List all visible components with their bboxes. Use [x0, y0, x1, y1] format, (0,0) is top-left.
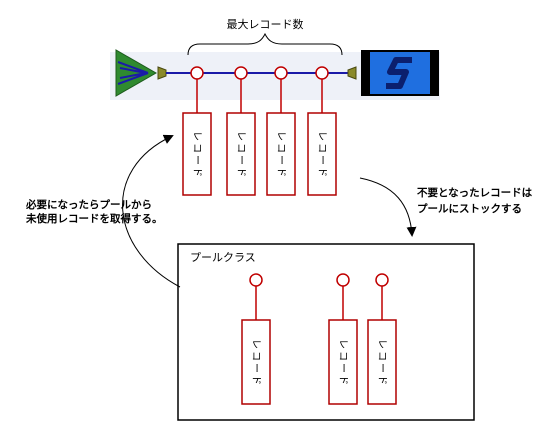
- pool-class-label: プールクラス: [190, 251, 256, 264]
- record-label-glyph: レ: [191, 131, 202, 141]
- right-note-line-2: プールにストックする: [417, 202, 522, 215]
- record-label-glyph: ド: [376, 375, 387, 385]
- record-box: [226, 112, 256, 196]
- record-node: [375, 273, 389, 287]
- record-node: [249, 273, 263, 287]
- record-label-glyph: レ: [250, 339, 261, 349]
- record-label-glyph: ー: [235, 155, 246, 165]
- record-label-glyph: レ: [376, 339, 387, 349]
- record-node: [190, 66, 204, 80]
- record-node: [274, 66, 288, 80]
- record-label-glyph: ド: [316, 167, 327, 177]
- record-label-glyph: コ: [337, 351, 348, 361]
- record-label-glyph: ド: [337, 375, 348, 385]
- right-note-line-1: 不要となったレコードは: [417, 187, 533, 199]
- record-node: [234, 66, 248, 80]
- record-label-glyph: コ: [376, 351, 387, 361]
- pool-record-3: レコード: [367, 273, 397, 405]
- max-records-label: 最大レコード数: [227, 17, 304, 31]
- record-node: [315, 66, 329, 80]
- record-label-glyph: レ: [316, 131, 327, 141]
- record-label-glyph: ド: [235, 167, 246, 177]
- record-label-glyph: ー: [376, 363, 387, 373]
- return-arrow: [359, 177, 417, 237]
- acquire-arrow: [122, 134, 181, 288]
- left-note-line-1: 必要になったらプールから: [25, 198, 152, 211]
- record-label-glyph: レ: [235, 131, 246, 141]
- record-label-glyph: ー: [316, 155, 327, 165]
- record-label-glyph: コ: [250, 351, 261, 361]
- record-label-glyph: ー: [337, 363, 348, 373]
- max-records-brace: [187, 32, 343, 56]
- left-note-line-2: 未使用レコードを取得する。: [25, 212, 163, 225]
- record-box: [367, 319, 397, 405]
- record-label-glyph: コ: [275, 143, 286, 153]
- record-box: [182, 112, 212, 196]
- record-node: [336, 273, 350, 287]
- record-label-glyph: コ: [316, 143, 327, 153]
- blue-s-box-icon: [361, 50, 439, 96]
- top-record-3: レコード: [266, 66, 296, 196]
- record-label-glyph: ド: [191, 167, 202, 177]
- record-label-glyph: ー: [275, 155, 286, 165]
- green-triangle-icon: [115, 49, 158, 97]
- record-box: [241, 319, 271, 405]
- record-label-glyph: ー: [191, 155, 202, 165]
- top-record-2: レコード: [226, 66, 256, 196]
- record-label-glyph: レ: [337, 339, 348, 349]
- pool-record-2: レコード: [328, 273, 358, 405]
- record-label-glyph: ド: [250, 375, 261, 385]
- record-label-glyph: レ: [275, 131, 286, 141]
- record-label-glyph: コ: [191, 143, 202, 153]
- record-box: [328, 319, 358, 405]
- record-label-glyph: コ: [235, 143, 246, 153]
- pool-class-box: [177, 243, 475, 421]
- left-connector: [157, 66, 167, 80]
- record-label-glyph: ド: [275, 167, 286, 177]
- pool-record-1: レコード: [241, 273, 271, 405]
- right-connector: [347, 66, 357, 80]
- record-box: [307, 112, 337, 196]
- record-box: [266, 112, 296, 196]
- record-label-glyph: ー: [250, 363, 261, 373]
- top-record-4: レコード: [307, 66, 337, 196]
- top-record-1: レコード: [182, 66, 212, 196]
